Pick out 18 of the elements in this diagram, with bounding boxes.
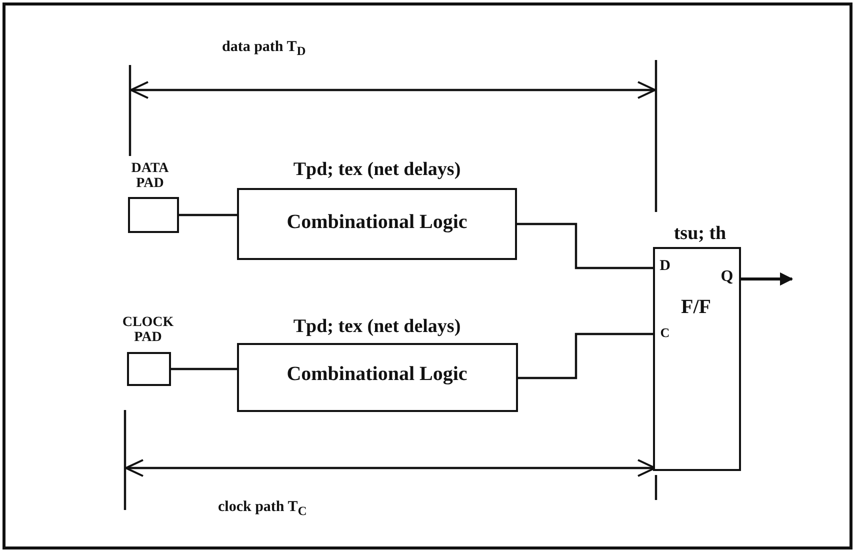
wire [179,214,237,216]
arrow [741,272,794,286]
pad-label: DATA PAD [130,162,170,192]
flip-flop-label: F/F [680,297,712,318]
pin-label: C [659,326,671,340]
wire [517,222,653,270]
pin-label: Q [720,269,734,286]
pin-label: D [658,259,672,275]
wire [171,368,237,370]
logic-label: Combinational Logic [286,364,468,385]
dimension-label: data path T$_{D}$ [222,40,306,58]
delay-label: Tpd; tex (net delays) [292,160,462,180]
dimension-label: clock path T$_{C}$ [218,500,307,518]
wire [518,332,653,380]
logic-label: Combinational Logic [286,212,468,233]
delay-label: Tpd; tex (net delays) [292,317,462,337]
pad-label: CLOCK PAD [121,316,175,346]
timing-label: tsu; th [672,224,728,244]
